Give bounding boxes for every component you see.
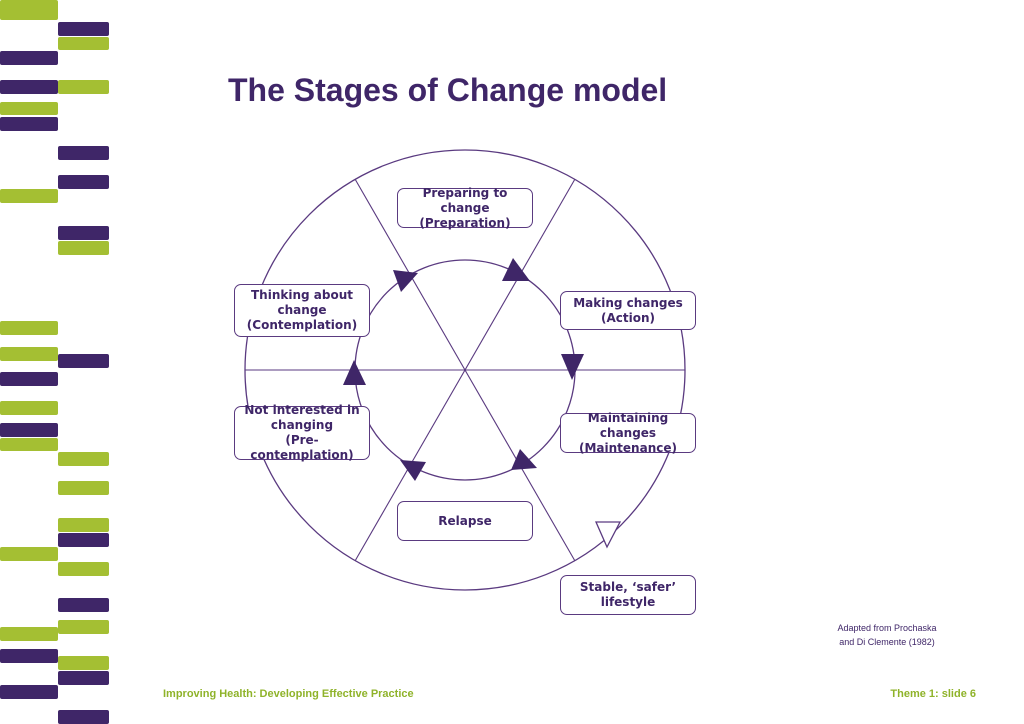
stages-of-change-diagram <box>244 149 686 591</box>
decorative-bar <box>58 620 109 634</box>
decorative-bar <box>58 598 109 612</box>
decorative-bar <box>58 175 109 189</box>
decorative-bar <box>58 562 109 576</box>
decorative-bar <box>58 226 109 240</box>
stage-action: Making changes (Action) <box>560 291 696 330</box>
decorative-bar <box>0 51 58 65</box>
decorative-bars <box>0 0 109 724</box>
decorative-bar <box>58 22 109 36</box>
decorative-bar <box>0 102 58 115</box>
stage-relapse: Relapse <box>397 501 533 541</box>
cycle-arrow <box>400 460 426 481</box>
decorative-bar <box>0 80 58 94</box>
decorative-bar <box>58 518 109 532</box>
decorative-bar <box>0 401 58 415</box>
cycle-arrow <box>393 270 418 292</box>
decorative-bar <box>0 117 58 131</box>
cycle-arrow <box>511 449 537 470</box>
decorative-bar <box>0 372 58 386</box>
footer-course-title: Improving Health: Developing Effective P… <box>163 688 414 700</box>
decorative-bar <box>0 547 58 561</box>
cycle-arrow <box>502 258 530 281</box>
decorative-bar <box>58 481 109 495</box>
decorative-bar <box>0 0 58 20</box>
stage-contemplation: Thinking about change (Contemplation) <box>234 284 370 337</box>
cycle-arrow <box>343 360 366 385</box>
decorative-bar <box>0 347 58 361</box>
decorative-bar <box>58 533 109 547</box>
exit-arrow <box>595 521 622 549</box>
divider-line <box>354 178 576 562</box>
cycle-arrow <box>561 354 584 380</box>
decorative-bar <box>0 189 58 203</box>
decorative-bar <box>58 354 109 368</box>
decorative-bar <box>0 321 58 335</box>
decorative-bar <box>0 649 58 663</box>
decorative-bar <box>58 37 109 50</box>
stage-maintenance: Maintaining changes (Maintenance) <box>560 411 696 455</box>
footer-slide-number: Theme 1: slide 6 <box>890 688 976 700</box>
decorative-bar <box>58 656 109 670</box>
decorative-bar <box>58 80 109 94</box>
stage-preparation: Preparing to change (Preparation) <box>397 186 533 230</box>
stage-precontemplation: Not interested in changing (Pre-contempl… <box>234 403 370 462</box>
decorative-bar <box>58 671 109 685</box>
decorative-bar <box>58 710 109 724</box>
decorative-bar <box>58 241 109 255</box>
source-credit: Adapted from Prochaska and Di Clemente (… <box>837 623 937 647</box>
page-title: The Stages of Change model <box>228 72 668 108</box>
decorative-bar <box>0 438 58 451</box>
stage-stable-lifestyle: Stable, ‘safer’ lifestyle <box>560 575 696 615</box>
decorative-bar <box>58 146 109 160</box>
decorative-bar <box>58 452 109 466</box>
decorative-bar <box>0 423 58 437</box>
decorative-bar <box>0 627 58 641</box>
decorative-bar <box>0 685 58 699</box>
